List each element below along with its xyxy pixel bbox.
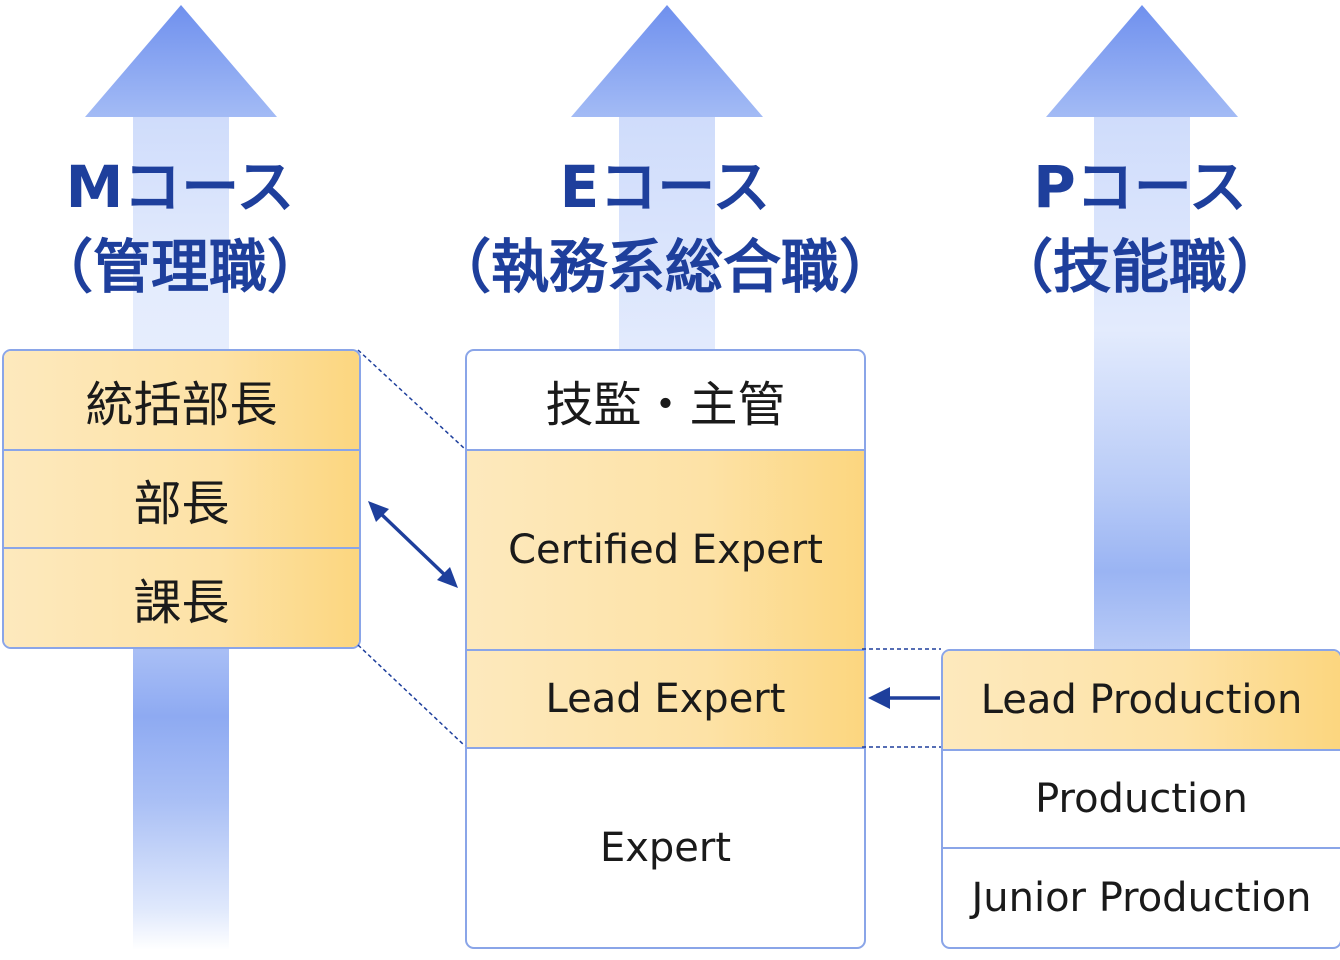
e-rank-expert: Expert: [599, 825, 732, 871]
p-course-subtitle: （技能職）: [994, 233, 1285, 301]
e-course-subtitle: （執務系総合職）: [432, 233, 897, 301]
p-course-name: Pコース: [1033, 153, 1247, 221]
m-course-box: 統括部長 部長 課長: [2, 349, 361, 649]
p-course-title: Pコース （技能職）: [990, 158, 1290, 296]
e-course-box: 技監・主管 Certified Expert Lead Expert Exper…: [465, 349, 866, 949]
p-course-arrow-head: [1046, 5, 1238, 117]
m-course-arrow-head: [85, 5, 277, 117]
p-rank-junior-production: Junior Production: [971, 875, 1312, 921]
e-course-arrow-head: [571, 5, 763, 117]
m-rank-general-manager: 統括部長: [4, 351, 359, 451]
p-rank-production: Production: [943, 751, 1340, 849]
e-course-title: Eコース （執務系総合職）: [430, 158, 900, 296]
p-course-box: Lead Production Production Junior Produc…: [941, 649, 1340, 949]
e-course-arrow-shaft: [619, 116, 715, 356]
m-rank-section-chief: 課長: [4, 549, 359, 647]
m-course-name: Mコース: [65, 153, 295, 221]
e-rank-lead-expert: Lead Expert: [467, 651, 864, 749]
p-to-e-arrow: [868, 687, 940, 709]
m-course-subtitle: （管理職）: [34, 233, 325, 301]
m-to-e-lower-guide: [357, 644, 466, 747]
e-course-name: Eコース: [559, 153, 771, 221]
p-rank-lead-production: Lead Production: [943, 651, 1340, 751]
e-rank-chief-engineer: 技監・主管: [467, 351, 864, 451]
m-to-e-upper-guide: [357, 349, 466, 450]
e-rank-certified-expert: Certified Expert: [467, 451, 864, 651]
m-rank-manager: 部長: [4, 451, 359, 549]
m-course-title: Mコース （管理職）: [30, 158, 330, 296]
p-course-arrow-shaft: [1094, 116, 1190, 652]
m-e-double-arrow: [368, 501, 458, 588]
